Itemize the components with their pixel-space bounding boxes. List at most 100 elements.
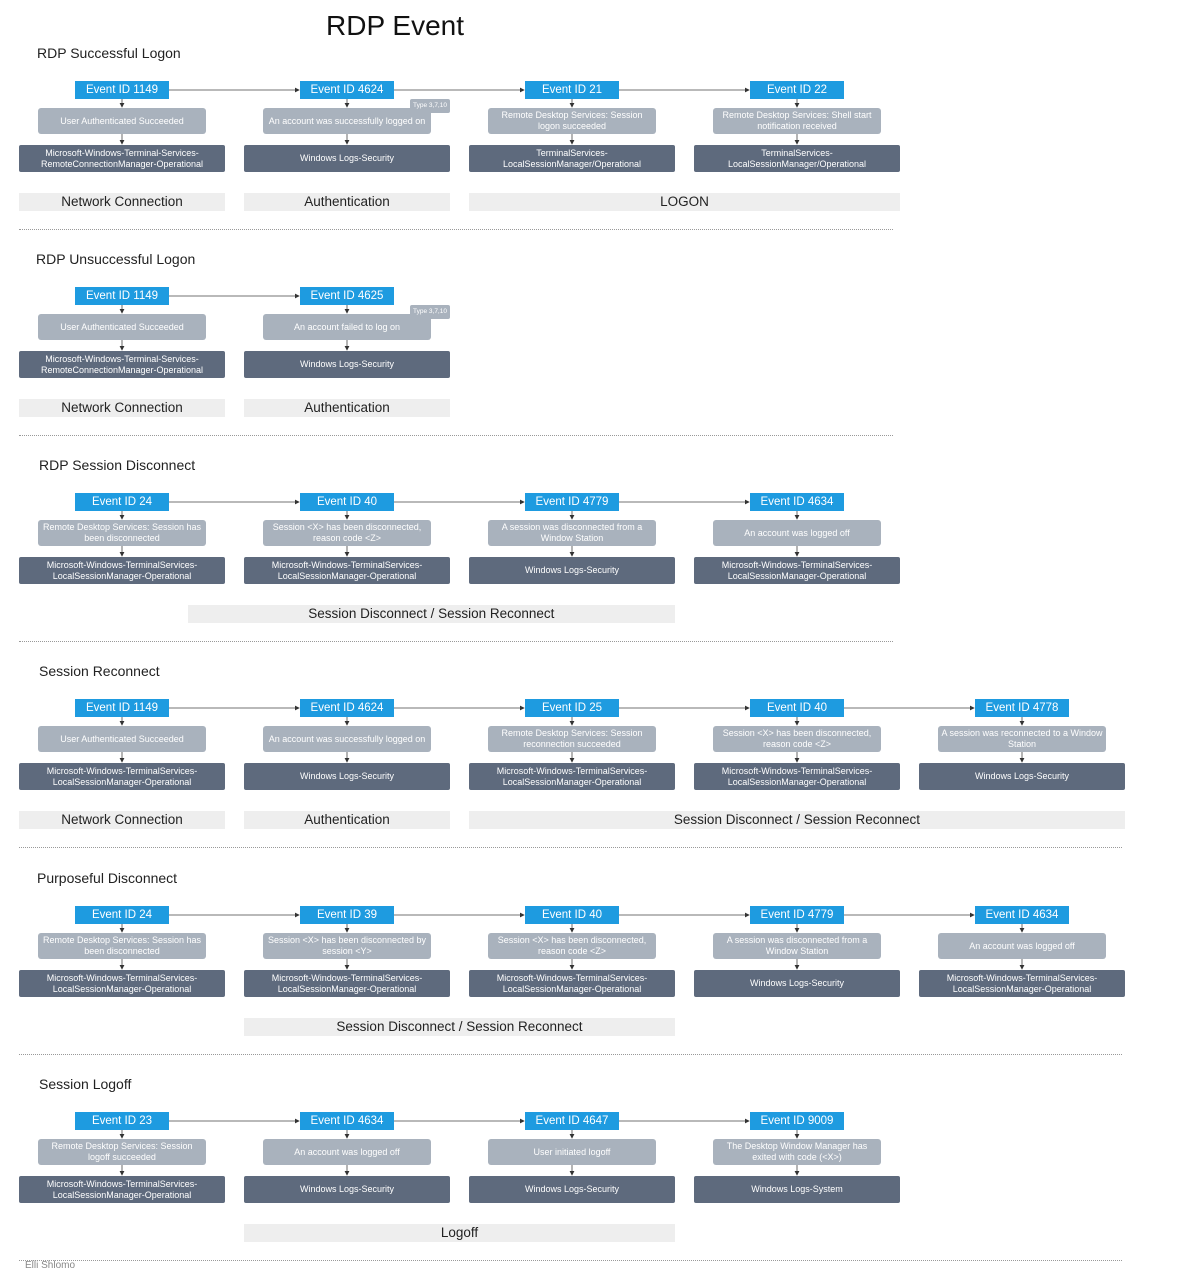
event-description: A session was reconnected to a Window St… — [938, 726, 1106, 752]
section-divider — [19, 1054, 1122, 1055]
event-id-label: Event ID 4778 — [975, 699, 1069, 717]
event-log-source: Microsoft-Windows-TerminalServices-Local… — [469, 763, 675, 790]
event-log-source: TerminalServices-LocalSessionManager/Ope… — [469, 145, 675, 172]
section-divider — [19, 435, 893, 436]
event-log-source: Windows Logs-System — [694, 1176, 900, 1203]
event-id-label: Event ID 22 — [750, 81, 844, 99]
author-credit: Elli Shlomo — [25, 1260, 76, 1271]
event-id-label: Event ID 4647 — [525, 1112, 619, 1130]
phase-label: LOGON — [469, 193, 900, 211]
event-description: User Authenticated Succeeded — [38, 108, 206, 134]
event-id-label: Event ID 21 — [525, 81, 619, 99]
event-id-label: Event ID 24 — [75, 493, 169, 511]
phase-label: Session Disconnect / Session Reconnect — [244, 1018, 675, 1036]
event-id-label: Event ID 4634 — [750, 493, 844, 511]
event-log-source: Microsoft-Windows-TerminalServices-Local… — [244, 557, 450, 584]
event-description: Remote Desktop Services: Session has bee… — [38, 933, 206, 959]
event-id-label: Event ID 4634 — [975, 906, 1069, 924]
event-id-label: Event ID 4624 — [300, 699, 394, 717]
event-log-source: Microsoft-Windows-TerminalServices-Local… — [244, 970, 450, 997]
event-description: User initiated logoff — [488, 1139, 656, 1165]
event-description: Remote Desktop Services: Session logon s… — [488, 108, 656, 134]
event-description: Remote Desktop Services: Session reconne… — [488, 726, 656, 752]
event-id-label: Event ID 24 — [75, 906, 169, 924]
event-description: User Authenticated Succeeded — [38, 314, 206, 340]
event-log-source: Microsoft-Windows-TerminalServices-Local… — [919, 970, 1125, 997]
phase-label: Network Connection — [19, 811, 225, 829]
event-id-label: Event ID 39 — [300, 906, 394, 924]
event-id-label: Event ID 4634 — [300, 1112, 394, 1130]
event-description: Session <X> has been disconnected, reaso… — [713, 726, 881, 752]
event-log-source: Microsoft-Windows-Terminal-Services-Remo… — [19, 351, 225, 378]
event-id-label: Event ID 40 — [300, 493, 394, 511]
event-log-source: Microsoft-Windows-TerminalServices-Local… — [19, 970, 225, 997]
event-log-source: Microsoft-Windows-TerminalServices-Local… — [19, 557, 225, 584]
section-divider — [19, 641, 893, 642]
event-description: Remote Desktop Services: Shell start not… — [713, 108, 881, 134]
event-log-source: Microsoft-Windows-TerminalServices-Local… — [469, 970, 675, 997]
event-description: An account was logged off — [263, 1139, 431, 1165]
event-id-label: Event ID 40 — [750, 699, 844, 717]
section-title: Session Logoff — [39, 1076, 132, 1092]
phase-label: Logoff — [244, 1224, 675, 1242]
event-id-label: Event ID 1149 — [75, 287, 169, 305]
event-id-label: Event ID 1149 — [75, 699, 169, 717]
section-title: RDP Successful Logon — [37, 45, 181, 61]
event-description: Session <X> has been disconnected, reaso… — [263, 520, 431, 546]
phase-label: Session Disconnect / Session Reconnect — [187, 605, 675, 623]
event-description: Session <X> has been disconnected by ses… — [263, 933, 431, 959]
section-title: Purposeful Disconnect — [37, 870, 178, 886]
logon-type-badge: Type 3,7,10 — [410, 99, 450, 113]
event-id-label: Event ID 9009 — [750, 1112, 844, 1130]
event-log-source: Windows Logs-Security — [244, 351, 450, 378]
event-description: User Authenticated Succeeded — [38, 726, 206, 752]
event-id-label: Event ID 40 — [525, 906, 619, 924]
page-title: RDP Event — [326, 10, 464, 41]
event-log-source: Windows Logs-Security — [244, 763, 450, 790]
event-log-source: Windows Logs-Security — [919, 763, 1125, 790]
event-description: A session was disconnected from a Window… — [488, 520, 656, 546]
event-log-source: Windows Logs-Security — [694, 970, 900, 997]
event-id-label: Event ID 4625 — [300, 287, 394, 305]
event-log-source: Microsoft-Windows-TerminalServices-Local… — [19, 763, 225, 790]
section-title: RDP Session Disconnect — [39, 457, 196, 473]
event-id-label: Event ID 4779 — [750, 906, 844, 924]
event-log-source: Microsoft-Windows-TerminalServices-Local… — [694, 763, 900, 790]
phase-label: Session Disconnect / Session Reconnect — [469, 811, 1125, 829]
phase-label: Authentication — [244, 193, 450, 211]
section-divider — [19, 1260, 1122, 1261]
event-description: Remote Desktop Services: Session logoff … — [38, 1139, 206, 1165]
event-description: An account was successfully logged on — [263, 726, 431, 752]
section-divider — [19, 229, 893, 230]
event-id-label: Event ID 25 — [525, 699, 619, 717]
event-description: A session was disconnected from a Window… — [713, 933, 881, 959]
event-log-source: Microsoft-Windows-Terminal-Services-Remo… — [19, 145, 225, 172]
event-log-source: Microsoft-Windows-TerminalServices-Local… — [694, 557, 900, 584]
event-log-source: Windows Logs-Security — [244, 1176, 450, 1203]
event-description: An account was logged off — [713, 520, 881, 546]
phase-label: Authentication — [244, 811, 450, 829]
event-log-source: Windows Logs-Security — [469, 557, 675, 584]
section-title: Session Reconnect — [39, 663, 160, 679]
section-divider — [19, 847, 1122, 848]
event-description: An account was logged off — [938, 933, 1106, 959]
logon-type-badge: Type 3,7,10 — [410, 305, 450, 319]
event-log-source: TerminalServices-LocalSessionManager/Ope… — [694, 145, 900, 172]
event-id-label: Event ID 4624 — [300, 81, 394, 99]
phase-label: Network Connection — [19, 193, 225, 211]
event-description: Session <X> has been disconnected, reaso… — [488, 933, 656, 959]
event-description: Remote Desktop Services: Session has bee… — [38, 520, 206, 546]
phase-label: Network Connection — [19, 399, 225, 417]
event-id-label: Event ID 1149 — [75, 81, 169, 99]
section-title: RDP Unsuccessful Logon — [36, 251, 196, 267]
event-description: An account failed to log on — [263, 314, 431, 340]
event-log-source: Windows Logs-Security — [244, 145, 450, 172]
event-description: The Desktop Window Manager has exited wi… — [713, 1139, 881, 1165]
event-id-label: Event ID 23 — [75, 1112, 169, 1130]
event-log-source: Microsoft-Windows-TerminalServices-Local… — [19, 1176, 225, 1203]
event-description: An account was successfully logged on — [263, 108, 431, 134]
event-id-label: Event ID 4779 — [525, 493, 619, 511]
phase-label: Authentication — [244, 399, 450, 417]
event-log-source: Windows Logs-Security — [469, 1176, 675, 1203]
